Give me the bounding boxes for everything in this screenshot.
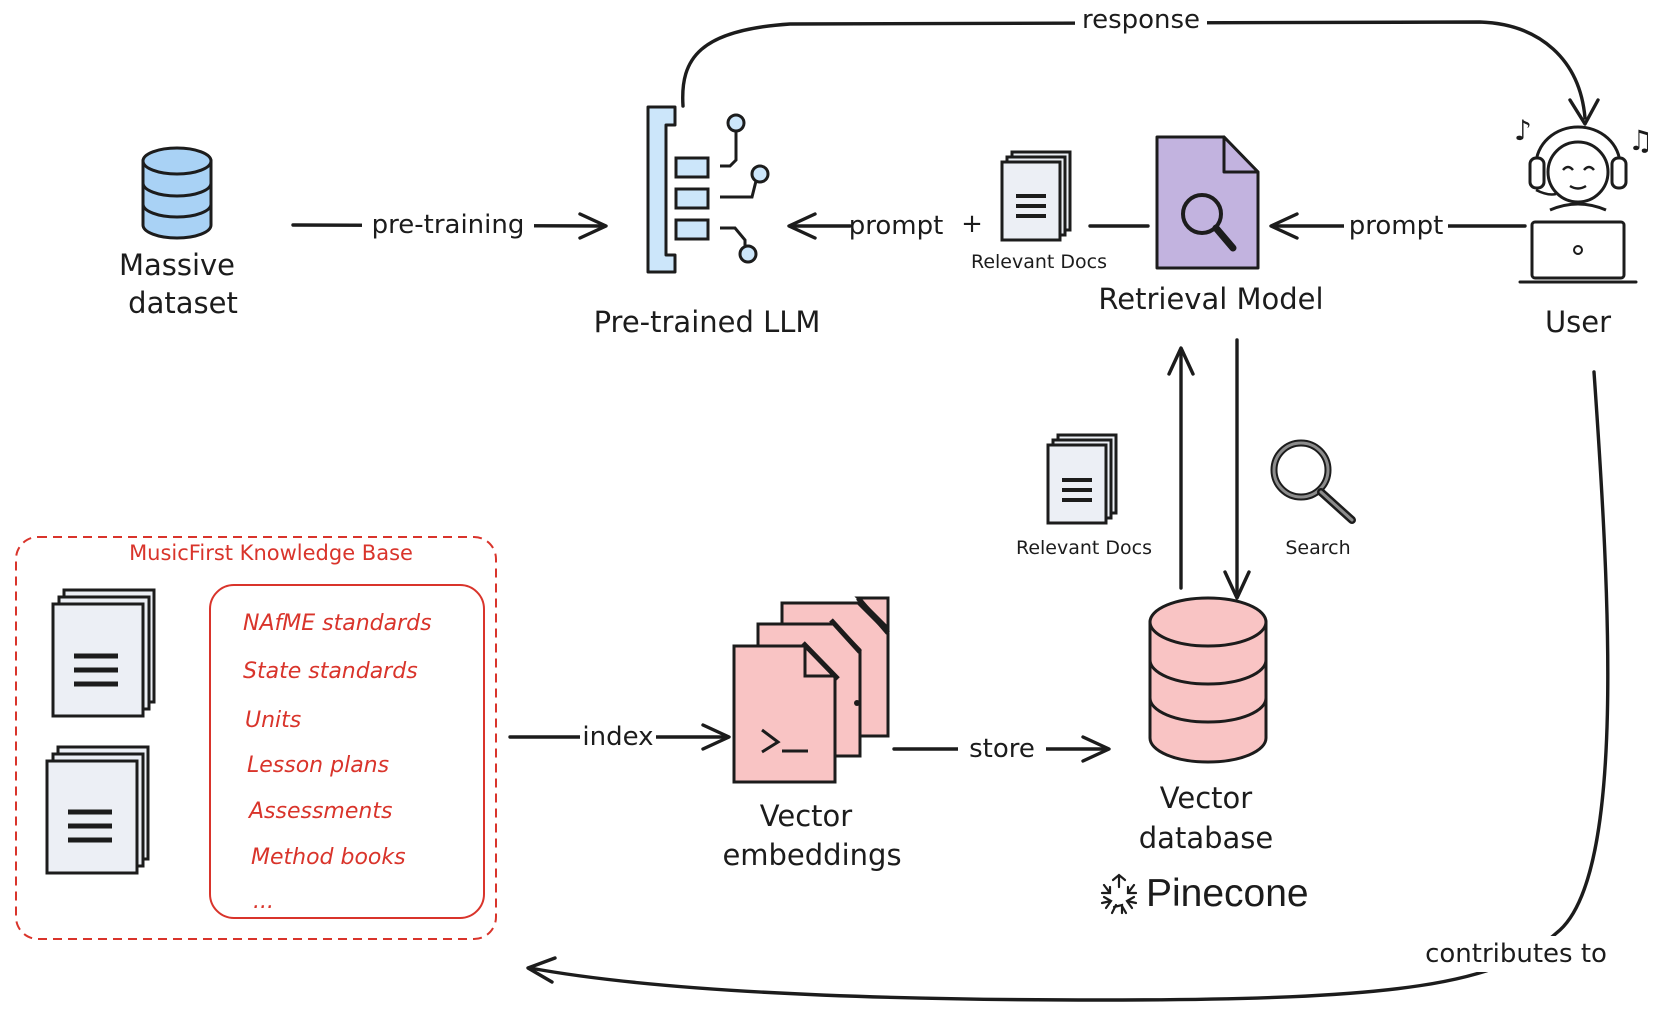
index-label: index xyxy=(582,722,653,752)
vector-database-line2: database xyxy=(1139,821,1273,855)
prompt-right-label: prompt xyxy=(1349,211,1444,241)
edge-search-down xyxy=(1223,338,1251,600)
knowledge-base-container: MusicFirst Knowledge Base NAfME standard… xyxy=(15,536,497,940)
kb-documents-bottom-icon xyxy=(45,745,150,875)
kb-item: Lesson plans xyxy=(247,753,389,778)
prompt-left-label: prompt xyxy=(849,211,944,241)
edge-pre-training: pre-training xyxy=(291,208,608,242)
massive-dataset-line1: Massive xyxy=(119,248,235,282)
user-label: User xyxy=(1545,305,1611,339)
massive-dataset-line2: dataset xyxy=(128,286,238,320)
documents-icon xyxy=(1046,433,1118,525)
edge-index: index xyxy=(508,722,731,754)
magnifier-icon xyxy=(1270,439,1356,524)
node-pretrained-llm: Pre-trained LLM xyxy=(594,105,821,339)
kb-item: Units xyxy=(245,708,301,733)
vector-embeddings-line1: Vector xyxy=(760,799,852,833)
node-relevant-docs-mid: Relevant Docs xyxy=(1016,433,1152,559)
pinecone-logo-icon xyxy=(1100,873,1138,915)
vector-embeddings-line2: embeddings xyxy=(722,838,901,872)
user-with-laptop-icon: ♪ ♫ xyxy=(1514,114,1653,284)
node-vector-database: Vector database Pinecone xyxy=(1100,596,1309,915)
music-notes-icon: ♫ xyxy=(1628,124,1653,157)
edge-prompt-to-llm: prompt + xyxy=(787,209,1150,241)
edge-contributes-to: contributes to xyxy=(526,370,1630,1002)
node-retrieval-model: Retrieval Model xyxy=(1098,135,1324,316)
pinecone-brand: Pinecone xyxy=(1146,872,1309,915)
response-label: response xyxy=(1082,5,1200,35)
music-note-icon: ♪ xyxy=(1514,114,1532,147)
search-label: Search xyxy=(1285,537,1350,559)
document-search-icon xyxy=(1155,135,1260,270)
node-search: Search xyxy=(1270,439,1356,559)
edge-store: store xyxy=(892,734,1111,766)
database-icon xyxy=(141,146,213,240)
node-user: ♪ ♫ User xyxy=(1514,114,1653,339)
store-label: store xyxy=(969,734,1035,764)
edge-response: response xyxy=(681,5,1600,126)
kb-item: Method books xyxy=(251,845,406,870)
relevant-docs-top-label: Relevant Docs xyxy=(971,251,1107,273)
edge-relevant-docs-up xyxy=(1167,346,1195,590)
knowledge-base-title: MusicFirst Knowledge Base xyxy=(129,541,413,565)
documents-icon xyxy=(1000,150,1072,242)
llm-icon xyxy=(646,105,770,274)
relevant-docs-mid-label: Relevant Docs xyxy=(1016,537,1152,559)
kb-item: State standards xyxy=(243,659,418,684)
kb-item: Assessments xyxy=(247,799,392,824)
node-massive-dataset: Massive dataset xyxy=(119,146,238,320)
pre-training-label: pre-training xyxy=(372,210,525,240)
kb-item: ... xyxy=(253,889,274,914)
embeddings-stack-icon xyxy=(732,596,890,784)
kb-documents-top-icon xyxy=(51,588,156,718)
node-relevant-docs-top: Relevant Docs xyxy=(971,150,1107,273)
edge-prompt-to-retrieval: prompt xyxy=(1269,208,1527,242)
node-vector-embeddings: Vector embeddings xyxy=(722,596,902,872)
knowledge-base-list: NAfME standards State standards Units Le… xyxy=(243,611,432,914)
vector-database-line1: Vector xyxy=(1160,781,1252,815)
database-icon xyxy=(1148,596,1268,764)
retrieval-model-label: Retrieval Model xyxy=(1098,282,1323,316)
prompt-plus-label: + xyxy=(961,209,983,239)
contributes-to-label: contributes to xyxy=(1425,939,1607,969)
llm-label: Pre-trained LLM xyxy=(594,305,821,339)
kb-item: NAfME standards xyxy=(243,611,432,636)
